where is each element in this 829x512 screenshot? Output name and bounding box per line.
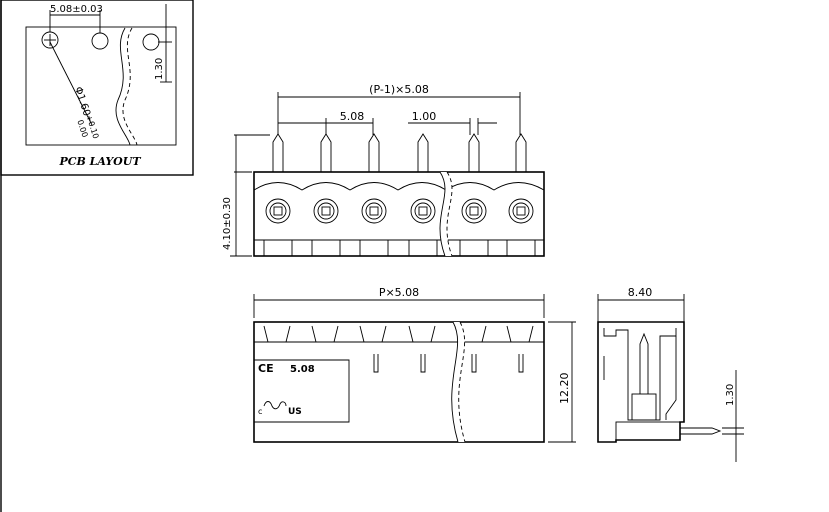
hole-diameter-label: Φ1.60 [72, 86, 92, 118]
ul-prefix: c [258, 407, 262, 416]
pcb-layout-panel: 5.08±0.03 Φ1.60 +0.10 0.00 1.30 PCB LAYO… [0, 0, 194, 176]
front-body [253, 171, 545, 257]
front-view: (P-1)×5.08 5.08 1.00 [222, 83, 545, 257]
side-pcb-pin [680, 427, 722, 435]
side-body [597, 321, 685, 443]
side-pin-offset-label: 1.30 [725, 384, 736, 406]
ce-mark: CE [258, 362, 274, 375]
height-label: 12.20 [558, 373, 571, 405]
pin-width-label: 1.00 [412, 110, 437, 123]
front-pitch-label: 5.08 [340, 110, 365, 123]
pcb-layout-border [0, 0, 194, 176]
pcb-hole-2 [91, 32, 109, 50]
side-view: 8.40 1.30 [597, 286, 744, 462]
pcb-hole-3 [142, 33, 160, 51]
screw-6 [508, 198, 534, 224]
bottom-pins [373, 354, 524, 373]
screw-2 [313, 198, 339, 224]
pcb-pitch-label: 5.08±0.03 [50, 4, 103, 15]
screw-3 [361, 198, 387, 224]
marking-pitch: 5.08 [290, 364, 315, 375]
pcb-layout-outline [25, 26, 177, 146]
side-pin [639, 332, 649, 394]
depth-label: 8.40 [628, 286, 653, 299]
label-area [254, 359, 350, 423]
overall-pitch-label: (P-1)×5.08 [369, 83, 429, 96]
pcb-offset-label: 1.30 [154, 58, 165, 80]
bottom-view: P×5.08 CE 5.08 c US [253, 286, 576, 443]
pcb-layout-title: PCB LAYOUT [58, 155, 141, 168]
bottom-body [253, 321, 545, 443]
screw-5 [461, 198, 487, 224]
front-pins [272, 133, 527, 172]
ul-logo [263, 401, 287, 410]
screw-1 [265, 198, 291, 224]
hole-leader [49, 41, 93, 126]
pcb-break-line [115, 27, 131, 146]
pin-height-label: 4.10±0.30 [222, 197, 233, 250]
screw-4 [410, 198, 436, 224]
ul-mark: c US [258, 401, 302, 417]
length-label: P×5.08 [379, 286, 419, 299]
screw-terminals [265, 198, 534, 224]
front-slots [263, 239, 536, 257]
ul-suffix: US [288, 407, 302, 417]
